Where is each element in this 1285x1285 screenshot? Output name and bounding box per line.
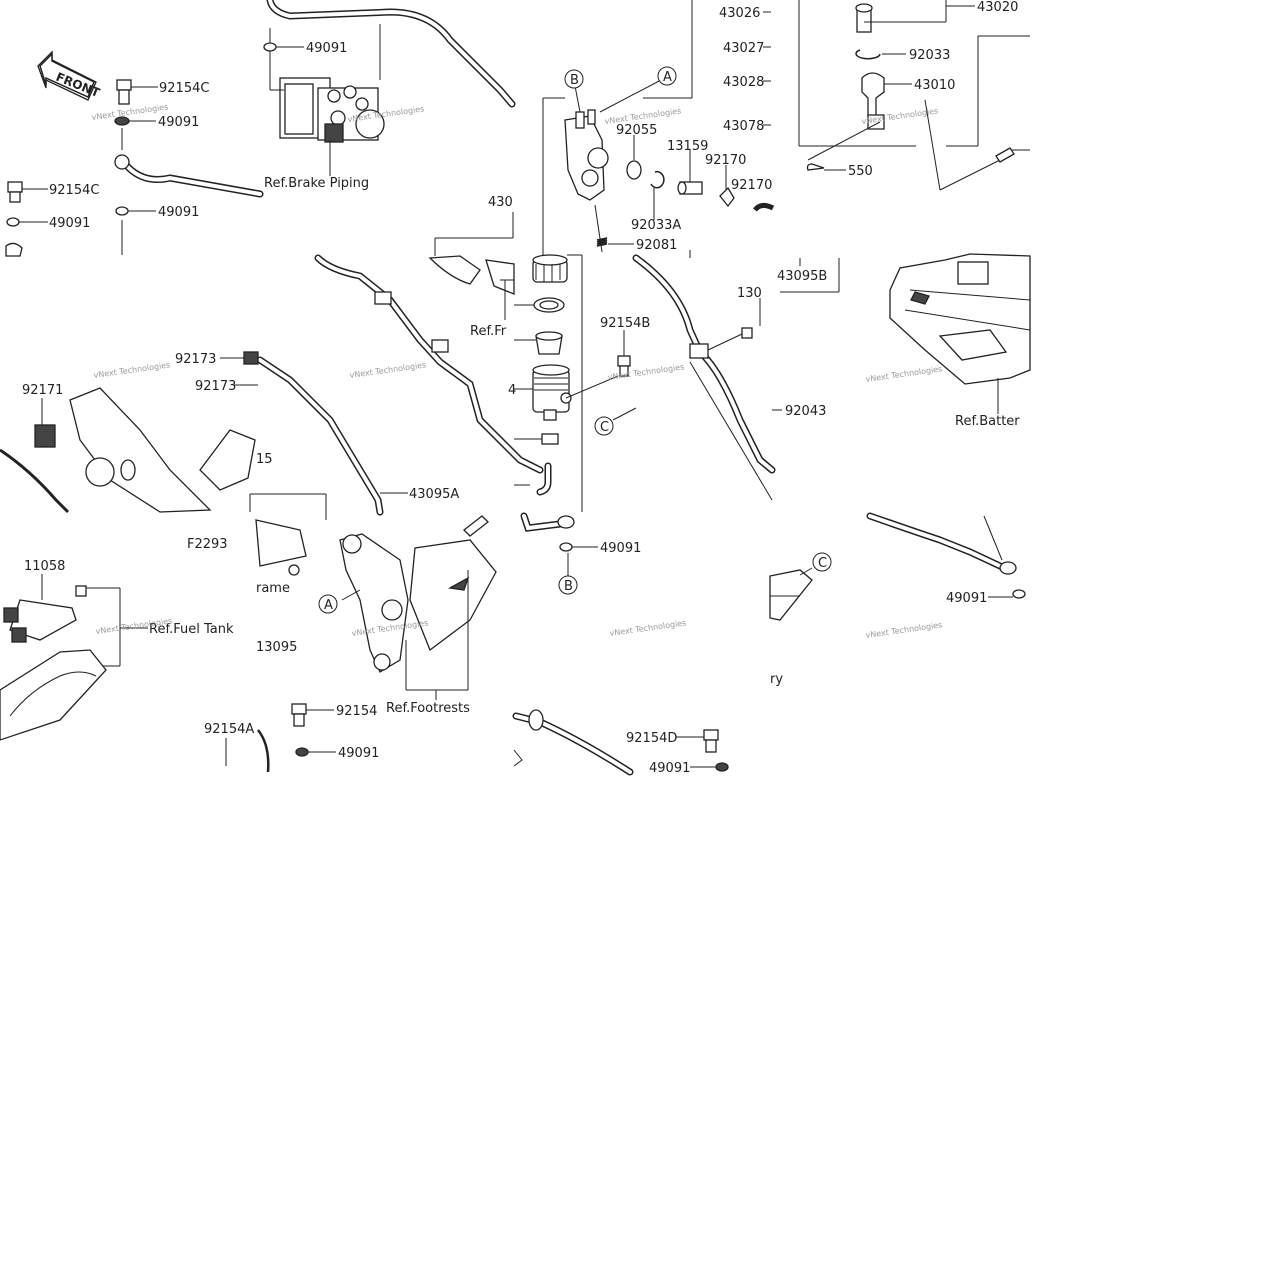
label-49091-a: 49091	[306, 41, 347, 56]
label-49091-d: 49091	[49, 216, 90, 231]
brake-pedal	[339, 515, 497, 700]
bolt-92154B	[565, 330, 631, 399]
banjo-bolt-lower-left	[5, 181, 48, 257]
label-92154C-a: 92154C	[159, 81, 209, 96]
banjo-fitting-bottom	[512, 512, 634, 776]
label-92081: 92081	[636, 238, 677, 253]
pedal-bracket	[0, 387, 256, 514]
label-92171: 92171	[22, 383, 63, 398]
rear-caliper-area	[769, 512, 1026, 621]
label-49091-e: 49091	[338, 746, 379, 761]
label-49091-f: 49091	[600, 541, 641, 556]
ref-fr: Ref.Fr	[470, 324, 507, 339]
ref-footrests: Ref.Footrests	[386, 701, 470, 716]
label-92173-b: 92173	[195, 379, 236, 394]
watermark-12: vNext Technologies	[865, 620, 943, 640]
front-arrow-icon: FRONT	[37, 50, 102, 101]
label-13159: 13159	[667, 139, 708, 154]
label-43095B: 43095B	[777, 269, 827, 284]
bolt-92154	[291, 703, 336, 757]
rear-master-cylinder-parts	[763, 0, 1030, 191]
label-92043: 92043	[785, 404, 826, 419]
label-49091-b: 49091	[158, 115, 199, 130]
label-43028: 43028	[723, 75, 764, 90]
label-92154A: 92154A	[204, 722, 254, 737]
label-43078: 43078	[723, 119, 764, 134]
callout-C-bottom	[812, 552, 832, 572]
label-92154B: 92154B	[600, 316, 650, 331]
label-92055: 92055	[616, 123, 657, 138]
callout-A-bottom	[318, 594, 338, 614]
watermark-6: vNext Technologies	[349, 360, 427, 380]
label-49091-h: 49091	[946, 591, 987, 606]
callout-A-bottom-text: A	[324, 598, 333, 613]
callout-B-bottom-text: B	[564, 579, 573, 594]
banjo-bolt-upper	[114, 79, 264, 255]
abs-unit	[263, 0, 516, 176]
callout-A-top-text: A	[663, 70, 672, 85]
master-cylinder	[542, 0, 775, 255]
label-92170-b: 92170	[731, 178, 772, 193]
label-130: 130	[737, 286, 762, 301]
label-92154D: 92154D	[626, 731, 677, 746]
label-15: 15	[256, 452, 273, 467]
bolt-92154D	[676, 729, 729, 772]
label-550: 550	[848, 164, 873, 179]
ref-brake-piping: Ref.Brake Piping	[264, 176, 369, 191]
label-430: 430	[488, 195, 513, 210]
label-11058: 11058	[24, 559, 65, 574]
callout-C-mid	[594, 416, 614, 436]
callout-C-mid-text: C	[600, 420, 609, 435]
rear-brake-hose-mid	[220, 254, 544, 516]
callout-B-bottom	[558, 575, 578, 595]
ref-battery: Ref.Batter	[955, 414, 1020, 429]
label-43020: 43020	[977, 0, 1018, 15]
ref-frame: rame	[256, 581, 290, 596]
watermark-5: vNext Technologies	[93, 360, 171, 380]
callout-A-top	[657, 66, 677, 86]
label-92154: 92154	[336, 704, 377, 719]
label-92033A: 92033A	[631, 218, 681, 233]
label-4: 4	[508, 383, 516, 398]
callout-B-top-text: B	[570, 73, 579, 88]
label-43027: 43027	[723, 41, 764, 56]
label-49091-c: 49091	[158, 205, 199, 220]
watermark-11: vNext Technologies	[609, 618, 687, 638]
label-92154C-b: 92154C	[49, 183, 99, 198]
label-43095A: 43095A	[409, 487, 459, 502]
reservoir-assembly	[428, 212, 583, 512]
label-92173-a: 92173	[175, 352, 216, 367]
callout-C-bottom-text: C	[818, 556, 827, 571]
fuel-tank-bracket	[0, 574, 148, 741]
label-92170-a: 92170	[705, 153, 746, 168]
frame-part	[249, 493, 327, 576]
label-92033: 92033	[909, 48, 950, 63]
ref-fuel-tank: Ref.Fuel Tank	[149, 622, 234, 637]
callout-B-top	[564, 69, 584, 89]
brake-hose-rear	[632, 250, 782, 501]
watermark-8: vNext Technologies	[865, 364, 943, 384]
label-F2293: F2293	[187, 537, 228, 552]
battery-case	[889, 253, 1031, 414]
label-13095: 13095	[256, 640, 297, 655]
ref-battery-tail: ry	[770, 672, 783, 687]
label-43010: 43010	[914, 78, 955, 93]
label-43026: 43026	[719, 6, 760, 21]
label-49091-g: 49091	[649, 761, 690, 776]
